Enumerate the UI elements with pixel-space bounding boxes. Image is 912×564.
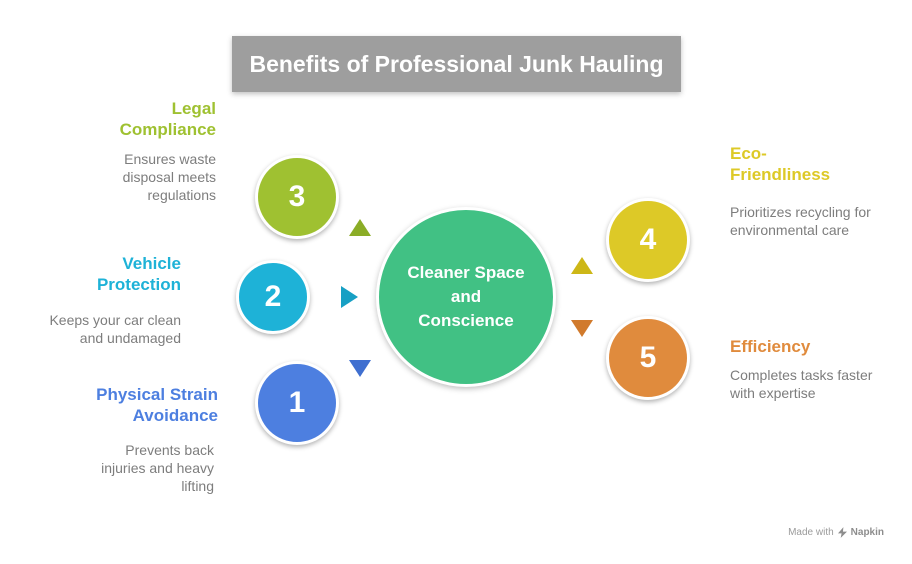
step-number-1: 1	[288, 386, 306, 419]
item-description-legal-compliance: Ensures waste disposal meets regulations	[122, 151, 216, 203]
napkin-brand: Napkin	[850, 527, 884, 538]
triangle-up-icon-3	[349, 219, 371, 236]
item-title-eco-friendliness: Eco-Friendliness	[730, 144, 831, 184]
page-title: Benefits of Professional Junk Hauling	[249, 50, 664, 77]
title-banner: Benefits of Professional Junk Hauling	[232, 36, 681, 92]
step-number-5: 5	[639, 341, 657, 374]
step-number-4: 4	[639, 223, 657, 256]
triangle-down-icon-1	[349, 360, 371, 377]
item-title-legal-compliance: Legal Compliance	[119, 99, 216, 139]
item-title-efficiency: Efficiency	[730, 337, 811, 356]
item-description-physical-strain-avoidance: Prevents back injuries and heavy lifting	[101, 442, 214, 494]
made-with-label: Made with	[788, 527, 834, 538]
item-title-vehicle-protection: Vehicle Protection	[96, 254, 181, 294]
triangle-down-icon-5	[571, 320, 593, 337]
triangle-right-icon-2	[341, 286, 358, 308]
item-description-efficiency: Completes tasks faster with expertise	[730, 367, 873, 401]
central-circle: Cleaner Space and Conscience	[376, 207, 556, 387]
step-number-3: 3	[288, 180, 306, 213]
step-circle-4: 4	[606, 198, 690, 282]
napkin-bolt-icon	[837, 527, 847, 538]
step-circle-5: 5	[606, 316, 690, 400]
step-circle-2: 2	[236, 260, 310, 334]
made-with-napkin-link[interactable]: Made with Napkin	[788, 527, 884, 538]
step-circle-1: 1	[255, 361, 339, 445]
step-circle-3: 3	[255, 155, 339, 239]
central-label: Cleaner Space and Conscience	[407, 263, 525, 330]
step-number-2: 2	[264, 280, 282, 313]
item-title-physical-strain-avoidance: Physical Strain Avoidance	[96, 385, 218, 425]
item-description-eco-friendliness: Prioritizes recycling for environmental …	[730, 204, 871, 238]
triangle-up-icon-4	[571, 257, 593, 274]
item-description-vehicle-protection: Keeps your car clean and undamaged	[49, 312, 181, 346]
